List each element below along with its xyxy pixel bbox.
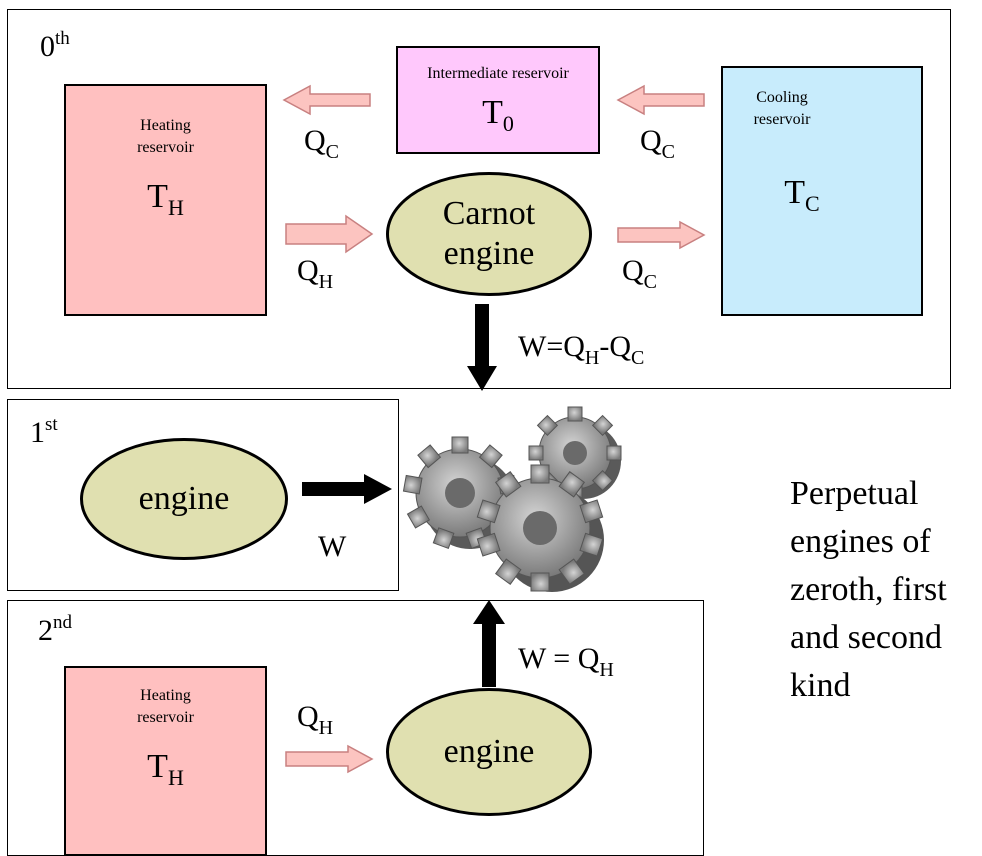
heating-reservoir-label-1: Heating — [140, 687, 191, 704]
work-arrow-up — [473, 600, 505, 687]
caption: Perpetual engines of zeroth, first and s… — [790, 470, 947, 710]
q-base: Q — [304, 124, 326, 157]
caption-line-4: and second — [790, 619, 943, 656]
heating-temperature: TH — [66, 748, 265, 791]
intermediate-reservoir-label: Intermediate reservoir — [427, 65, 569, 82]
temperature-symbol: T — [147, 178, 168, 215]
first-engine-label: engine — [138, 480, 230, 517]
q-c-left-label: QC — [304, 124, 339, 164]
temperature-subscript: 0 — [502, 111, 514, 136]
heat-arrow-to-intermediate — [616, 84, 705, 116]
heat-arrow-to-heating — [282, 84, 371, 116]
heating-temperature: TH — [66, 178, 265, 221]
work-eq-sub2: C — [631, 347, 645, 369]
second-heating-reservoir: Heating reservoir TH — [64, 666, 267, 856]
temperature-symbol: T — [482, 94, 503, 131]
q-subscript: H — [318, 271, 334, 293]
second-q-h-label: QH — [297, 700, 333, 740]
carnot-engine: Carnot engine — [386, 172, 592, 296]
caption-line-3: zeroth, first — [790, 571, 947, 608]
heat-arrow-to-second-engine — [285, 744, 374, 774]
intermediate-temperature: T0 — [398, 94, 598, 137]
ordinal-base: 0 — [40, 30, 55, 63]
cooling-reservoir-label-1: Cooling — [756, 89, 808, 106]
work-eq-sub: H — [599, 659, 614, 681]
q-subscript: C — [325, 141, 340, 163]
work-arrow-right — [302, 474, 392, 504]
zeroth-ordinal: 0th — [40, 28, 70, 64]
temperature-subscript: H — [167, 195, 184, 220]
cooling-temperature: TC — [703, 174, 901, 217]
carnot-engine-label-2: engine — [443, 235, 535, 272]
second-engine: engine — [386, 688, 592, 816]
first-work-label: W — [318, 530, 347, 563]
ordinal-base: 2 — [38, 614, 53, 647]
heating-reservoir-label-2: reservoir — [137, 139, 194, 156]
temperature-subscript: H — [167, 765, 184, 790]
ordinal-suffix: st — [45, 414, 58, 435]
heat-arrow-to-cooling — [617, 220, 706, 250]
temperature-subscript: C — [805, 191, 820, 216]
gears-icon — [402, 406, 622, 592]
work-eq-part: W = Q — [518, 642, 600, 675]
first-ordinal: 1st — [30, 414, 58, 450]
ordinal-suffix: th — [55, 28, 70, 49]
q-subscript: C — [643, 271, 658, 293]
q-base: Q — [297, 700, 319, 733]
q-base: Q — [640, 124, 662, 157]
q-h-label: QH — [297, 254, 333, 294]
q-subscript: H — [318, 717, 334, 739]
work-equation: W=QH-QC — [518, 330, 644, 370]
q-base: Q — [297, 254, 319, 287]
temperature-symbol: T — [784, 174, 806, 211]
second-ordinal: 2nd — [38, 612, 72, 648]
q-base: Q — [622, 254, 644, 287]
second-engine-label: engine — [443, 733, 535, 770]
work-eq-part1: W=Q — [518, 330, 585, 363]
q-c-right-label: QC — [640, 124, 675, 164]
work-arrow-down — [467, 304, 497, 391]
heating-reservoir-label-2: reservoir — [137, 709, 194, 726]
heating-reservoir: Heating reservoir TH — [64, 84, 267, 316]
first-engine: engine — [80, 438, 288, 560]
q-c-out-label: QC — [622, 254, 657, 294]
ordinal-base: 1 — [30, 416, 45, 449]
heating-reservoir-label-1: Heating — [140, 117, 191, 134]
q-subscript: C — [661, 141, 676, 163]
temperature-symbol: T — [147, 748, 168, 785]
cooling-reservoir-label-2: reservoir — [753, 111, 811, 128]
ordinal-suffix: nd — [53, 612, 72, 633]
heat-arrow-to-engine — [285, 214, 374, 254]
intermediate-reservoir: Intermediate reservoir T0 — [396, 46, 600, 154]
carnot-engine-label-1: Carnot — [442, 195, 536, 232]
caption-line-5: kind — [790, 667, 851, 704]
caption-line-1: Perpetual — [790, 475, 919, 512]
caption-line-2: engines of — [790, 523, 931, 560]
work-eq-sub1: H — [584, 347, 600, 369]
work-eq-part2: -Q — [599, 330, 632, 363]
cooling-reservoir: Cooling reservoir TC — [721, 66, 923, 316]
second-work-equation: W = QH — [518, 642, 614, 682]
